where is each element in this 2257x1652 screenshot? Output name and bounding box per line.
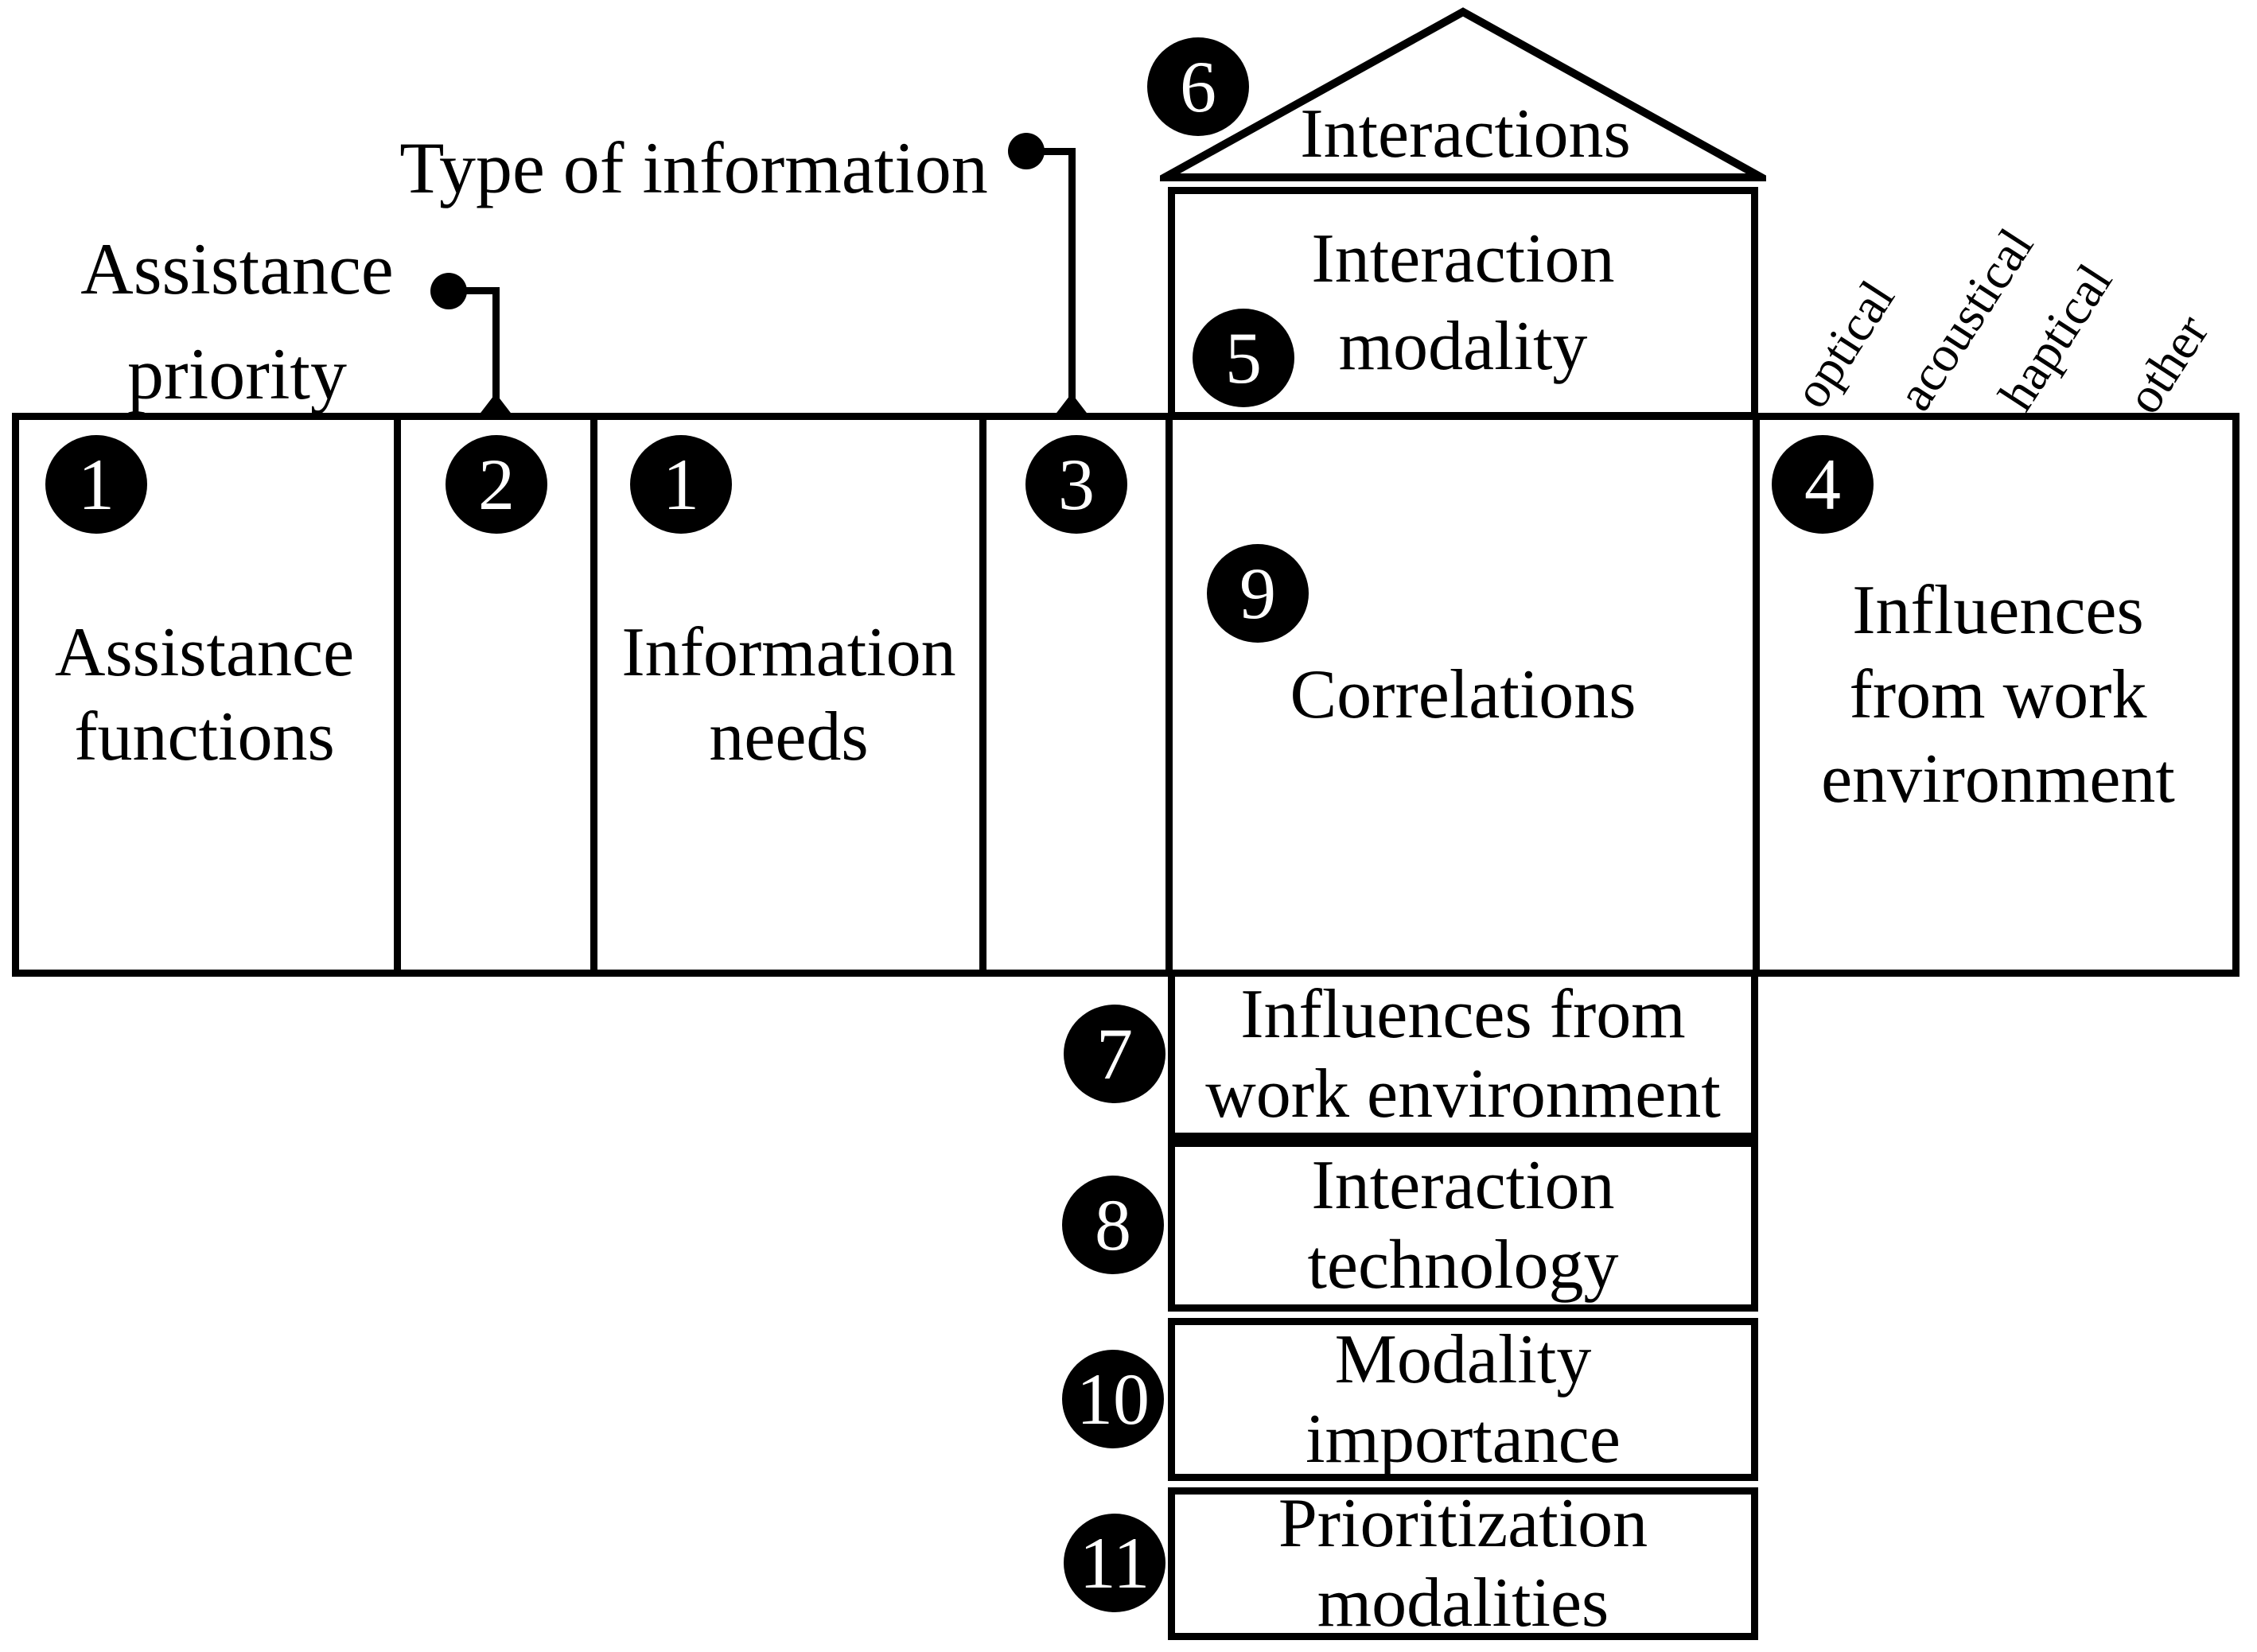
- assistance-priority-line2: priority: [127, 333, 347, 414]
- work-environment-line3: environment: [1821, 740, 2175, 818]
- interaction-technology-line1: Interaction: [1311, 1147, 1615, 1224]
- information-needs-line1: Information: [621, 613, 956, 691]
- influences-work-env-line1: Influences from: [1240, 976, 1686, 1053]
- interaction-modality-line1: Interaction: [1311, 220, 1615, 297]
- badge-10: 10: [1062, 1350, 1164, 1448]
- column-divider: [1165, 413, 1173, 977]
- prioritization-modalities-line2: modalities: [1317, 1565, 1609, 1642]
- modality-importance-line2: importance: [1306, 1400, 1621, 1478]
- correlations-label: Correlations: [1290, 655, 1636, 733]
- influences-work-env-row-box: [1168, 970, 1758, 1140]
- badge-6: 6: [1147, 37, 1249, 136]
- correlations-cell: Correlations: [1169, 413, 1757, 977]
- column-divider: [1753, 413, 1760, 977]
- column-header-other: other: [2115, 305, 2220, 423]
- influences-work-env-line2: work environment: [1205, 1055, 1721, 1133]
- information-needs-cell: Information needs: [594, 413, 983, 977]
- badge-11: 11: [1064, 1514, 1165, 1612]
- assistance-functions-cell: Assistance functions: [12, 413, 397, 977]
- work-environment-line1: Influences: [1852, 571, 2144, 649]
- interaction-modality-line2: modality: [1338, 308, 1588, 385]
- badge-5: 5: [1193, 309, 1294, 407]
- badge-7: 7: [1064, 1005, 1165, 1103]
- influences-work-env-row-cell: Influences from work environment: [1168, 970, 1758, 1140]
- badge-2-assistance-priority-column: 2: [446, 435, 547, 534]
- column-divider: [979, 413, 986, 977]
- badge-9-correlations: 9: [1207, 544, 1309, 643]
- connector-line: [449, 287, 500, 294]
- assistance-functions-line2: functions: [74, 698, 335, 775]
- prioritization-modalities-row-box: [1168, 1487, 1758, 1640]
- assistance-priority-label: Assistance priority: [80, 216, 393, 426]
- assistance-functions-line1: Assistance: [54, 613, 355, 691]
- work-environment-line2: from work: [1849, 655, 2147, 733]
- interaction-technology-row-cell: Interaction technology: [1168, 1140, 1758, 1312]
- modality-importance-line1: Modality: [1334, 1320, 1592, 1398]
- matrix-body: [12, 413, 2239, 977]
- modality-importance-row-box: [1168, 1318, 1758, 1481]
- interaction-modality-label: Interaction modality: [1168, 187, 1758, 419]
- roof-title: Interactions: [1300, 95, 1631, 173]
- badge-3-type-of-information-column: 3: [1025, 435, 1127, 534]
- badge-4-work-environment: 4: [1772, 435, 1874, 534]
- connector-line: [492, 287, 500, 418]
- type-of-information-label: Type of information: [399, 127, 988, 208]
- prioritization-modalities-row-cell: Prioritization modalities: [1168, 1485, 1758, 1642]
- assistance-priority-line1: Assistance: [80, 228, 394, 309]
- work-environment-cell: Influences from work environment: [1757, 413, 2239, 977]
- interaction-technology-row-box: [1168, 1140, 1758, 1312]
- badge-1-information-needs: 1: [630, 435, 732, 534]
- column-divider: [590, 413, 597, 977]
- column-header-optical: optical: [1782, 270, 1905, 418]
- interaction-technology-line2: technology: [1307, 1226, 1619, 1304]
- roof-triangle: [1160, 7, 1766, 181]
- column-divider: [394, 413, 401, 977]
- connector-line: [1068, 148, 1076, 418]
- information-needs-line2: needs: [709, 698, 869, 775]
- badge-1-assistance-functions: 1: [45, 435, 147, 534]
- modality-importance-row-cell: Modality importance: [1168, 1318, 1758, 1481]
- badge-8: 8: [1062, 1176, 1164, 1274]
- prioritization-modalities-line1: Prioritization: [1278, 1485, 1648, 1562]
- connector-line: [1026, 148, 1076, 155]
